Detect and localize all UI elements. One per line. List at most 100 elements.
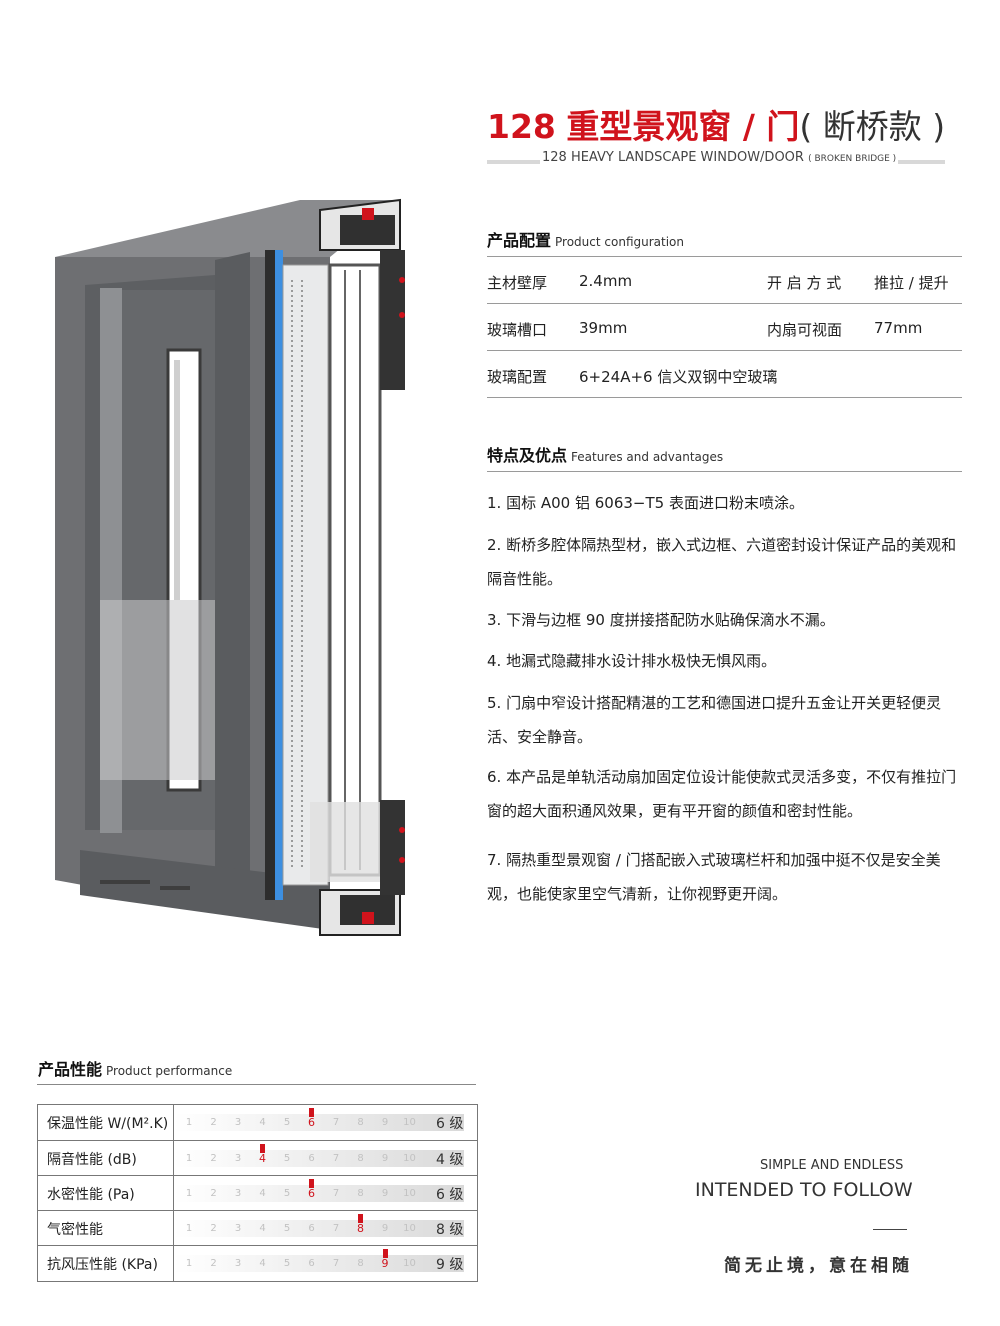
drain-slot-1 [100, 880, 150, 884]
performance-separator [173, 1211, 174, 1246]
scale-tick: 9 [381, 1117, 389, 1128]
scale-tick: 3 [234, 1153, 242, 1164]
performance-label: 保温性能 W/(M².K) [47, 1116, 169, 1132]
scale-tick: 2 [210, 1223, 217, 1234]
rating-marker [382, 1249, 388, 1258]
feature-item: 5. 门扇中窄设计搭配精湛的工艺和德国进口提升五金让开关更轻便灵活、安全静音。 [487, 694, 942, 746]
title-name: 重型景观窗 / 门 [566, 107, 800, 146]
scale-tick: 4 [259, 1152, 266, 1165]
config-rule-3 [487, 397, 962, 398]
scale-tick: 8 [357, 1222, 364, 1235]
scale-tick: 4 [259, 1188, 266, 1199]
config-heading-cn: 产品配置 [487, 231, 552, 250]
glass-spacer-left [174, 360, 180, 600]
right-profile-bottom [380, 800, 405, 895]
config-label: 内扇可视面 [767, 321, 843, 339]
config-rule-0 [487, 256, 962, 257]
features-rule [487, 471, 962, 472]
features-heading-en: Features and advantages [571, 450, 724, 464]
window-profile-illustration [55, 198, 405, 936]
scale-tick: 5 [283, 1188, 291, 1199]
frame-top-face [55, 200, 400, 257]
scale-tick: 10 [403, 1153, 416, 1164]
performance-grade: 6 级 [436, 1187, 464, 1203]
performance-grade: 4 级 [436, 1152, 464, 1168]
performance-label: 隔音性能 (dB) [47, 1152, 137, 1168]
right-profile-top [380, 250, 405, 390]
slogan-rule [873, 1229, 907, 1230]
scale-tick: 1 [185, 1117, 193, 1128]
scale-tick: 5 [283, 1258, 291, 1269]
performance-grade: 8 级 [436, 1222, 464, 1238]
performance-grade: 9 级 [436, 1257, 464, 1273]
right-frame-edge [265, 250, 277, 900]
scale-tick: 10 [403, 1258, 416, 1269]
scale-tick: 8 [357, 1188, 364, 1199]
feature-item: 3. 下滑与边框 90 度拼接搭配防水贴确保滴水不漏。 [487, 611, 835, 629]
scale-tick: 3 [234, 1117, 242, 1128]
glass-reflection [100, 600, 215, 780]
drain-slot-2 [160, 886, 190, 890]
scale-tick: 4 [259, 1258, 266, 1269]
scale-tick: 9 [381, 1257, 389, 1270]
config-heading-en: Product configuration [555, 235, 684, 249]
performance-grade: 6 级 [436, 1116, 464, 1132]
glass-pane [328, 263, 382, 877]
config-value: 推拉 / 提升 [874, 274, 949, 292]
scale-tick: 10 [403, 1117, 416, 1128]
rating-marker [260, 1144, 265, 1153]
rating-marker [358, 1214, 363, 1223]
rating-marker [309, 1179, 314, 1188]
performance-label: 抗风压性能 (KPa) [47, 1257, 158, 1273]
config-label: 玻璃槽口 [487, 321, 548, 339]
scale-tick: 9 [381, 1153, 389, 1164]
performance-separator [173, 1141, 174, 1176]
performance-separator [173, 1246, 174, 1281]
title-english-main: 128 HEAVY LANDSCAPE WINDOW/DOOR [542, 150, 804, 165]
scale-tick: 8 [357, 1117, 364, 1128]
scale-tick: 6 [308, 1187, 315, 1200]
title-suffix: ( 断桥款 ) [799, 107, 946, 146]
scale-tick: 3 [234, 1223, 242, 1234]
bottom-sill [80, 850, 330, 930]
scale-tick: 8 [357, 1258, 364, 1269]
insulation-strip [275, 250, 283, 900]
scale-tick: 6 [308, 1116, 315, 1129]
scale-tick: 3 [234, 1188, 242, 1199]
config-rule-2 [487, 350, 962, 351]
scale-tick: 1 [185, 1258, 193, 1269]
scale-tick: 7 [332, 1188, 340, 1199]
config-value: 77mm [874, 319, 923, 337]
scale-tick: 9 [381, 1223, 389, 1234]
scale-tick: 2 [210, 1188, 217, 1199]
top-gasket [362, 208, 374, 220]
scale-tick: 4 [259, 1223, 266, 1234]
feature-item: 2. 断桥多腔体隔热型材，嵌入式边框、六道密封设计保证产品的美观和隔音性能。 [487, 536, 957, 588]
bottom-gasket [362, 912, 374, 924]
scale-tick: 7 [332, 1117, 340, 1128]
performance-separator [173, 1105, 174, 1140]
scale-tick: 10 [403, 1188, 416, 1199]
feature-item: 6. 本产品是单轨活动扇加固定位设计能使款式灵活多变，不仅有推拉门窗的超大面积通… [487, 768, 957, 820]
config-label: 主材壁厚 [487, 274, 548, 292]
scale-tick: 3 [234, 1258, 242, 1269]
scale-tick: 2 [210, 1153, 217, 1164]
scale-tick: 1 [185, 1153, 193, 1164]
scale-tick: 5 [283, 1223, 291, 1234]
config-value: 6+24A+6 信义双钢中空玻璃 [579, 368, 778, 386]
slogan-line-3: 简无止境，意在相随 [724, 1256, 913, 1276]
title-english-small: ( BROKEN BRIDGE ) [808, 154, 897, 164]
scale-tick: 7 [332, 1258, 340, 1269]
